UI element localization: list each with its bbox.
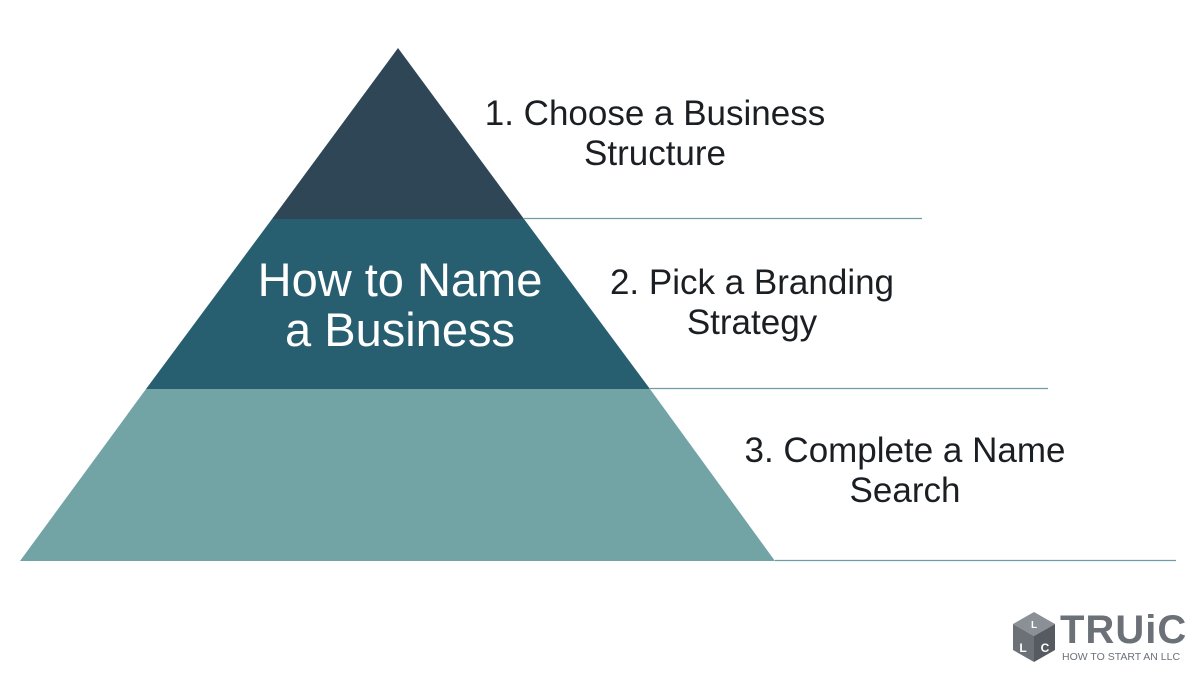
center-title-line-1: How to Name	[257, 253, 543, 306]
step-2-line-1: 2. Pick a Branding	[609, 263, 895, 302]
pyramid-tier-bottom	[20, 389, 775, 561]
pyramid-tier-top	[272, 48, 524, 219]
step-3-line-2: Search	[849, 471, 961, 510]
step-2-label: 2. Pick a Branding Strategy	[572, 263, 932, 343]
truic-logo: L L C TRUiC HOW TO START AN LLC	[1010, 608, 1190, 666]
pyramid-tier-middle	[146, 219, 650, 389]
cube-letter-top: L	[1031, 620, 1037, 631]
step-1-line-1: 1. Choose a Business	[484, 94, 826, 133]
cube-letter-right: C	[1041, 641, 1050, 655]
llc-cube-icon: L L C	[1013, 612, 1055, 662]
logo-tagline: HOW TO START AN LLC	[1062, 651, 1181, 663]
step-3-line-1: 3. Complete a Name	[744, 431, 1066, 470]
step-1-line-2: Structure	[584, 134, 726, 173]
step-1-label: 1. Choose a Business Structure	[455, 94, 855, 174]
step-3-label: 3. Complete a Name Search	[700, 431, 1110, 511]
cube-letter-left: L	[1019, 641, 1026, 655]
logo-wordmark: TRUiC	[1060, 608, 1188, 652]
step-2-line-2: Strategy	[686, 303, 818, 342]
center-title: How to Name a Business	[210, 255, 590, 355]
center-title-line-2: a Business	[285, 303, 515, 356]
